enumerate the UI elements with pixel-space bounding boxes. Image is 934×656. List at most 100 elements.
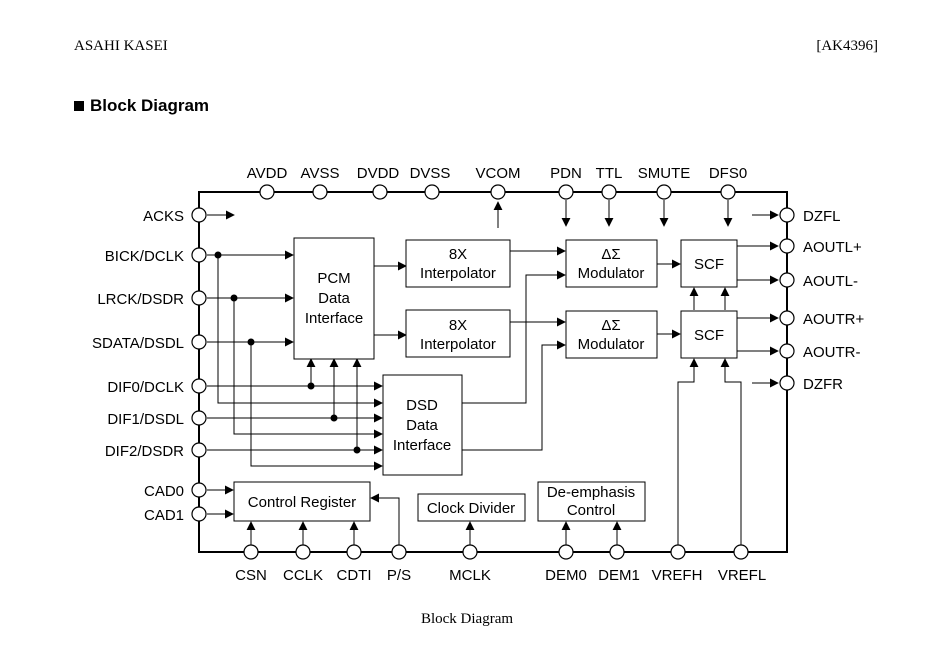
label-csn: CSN [235,567,267,584]
top-pins: AVDD AVSS DVDD DVSS VCOM PDN TTL SMUTE D… [247,165,747,200]
pin-vrefh [670,544,686,560]
section-title-text: Block Diagram [90,96,210,115]
label-avss: AVSS [301,165,340,182]
pin-vcom [490,184,506,200]
label-cclk: CCLK [283,567,323,584]
interpolator-2-block: 8X Interpolator [405,309,511,358]
pin-csn [243,544,259,560]
interpolator-1-block: 8X Interpolator [405,239,511,288]
left-pins: ACKS BICK/DCLK LRCK/DSDR SDATA/DSDL DIF0… [92,207,207,524]
label-dfs0: DFS0 [709,165,747,182]
pin-vrefl [733,544,749,560]
pin-aoutr-minus [779,343,795,359]
pin-aoutr-plus [779,310,795,326]
part-number-header: [AK4396] [816,38,878,54]
modulator-1-block: ΔΣ Modulator [565,239,658,288]
label-dvdd: DVDD [357,165,400,182]
section-title: Block Diagram [74,96,209,116]
interp1-line-2: Interpolator [420,265,496,282]
pin-dzfl [779,207,795,223]
label-cad1: CAD1 [144,507,184,524]
pin-dvss [424,184,440,200]
mod1-line-2: Modulator [578,265,645,282]
pin-aoutl-minus [779,272,795,288]
label-cdti: CDTI [337,567,372,584]
pin-ttl [601,184,617,200]
dsd-line-2: Data [406,417,438,434]
label-bick: BICK/DCLK [105,248,184,265]
mod2-line-1: ΔΣ [601,317,620,334]
label-dvss: DVSS [410,165,451,182]
wires [207,200,779,545]
label-dif1: DIF1/DSDL [107,411,184,428]
clock-divider-label: Clock Divider [427,500,515,517]
dsd-line-1: DSD [406,397,438,414]
label-dzfl: DZFL [803,208,841,225]
label-smute: SMUTE [638,165,691,182]
label-vcom: VCOM [476,165,521,182]
label-ps: P/S [387,567,411,584]
bottom-pins: CSN CCLK CDTI P/S MCLK DEM0 DEM1 VREFH V… [235,544,766,584]
pin-avdd [259,184,275,200]
label-avdd: AVDD [247,165,288,182]
label-sdata: SDATA/DSDL [92,335,184,352]
label-cad0: CAD0 [144,483,184,500]
junction-dots [214,251,361,454]
pin-dfs0 [720,184,736,200]
company-header: ASAHI KASEI [74,38,168,54]
dsd-interface-block: DSD Data Interface [382,374,463,476]
pin-dzfr [779,375,795,391]
label-dem0: DEM0 [545,567,587,584]
square-bullet-icon [74,101,84,111]
interp2-line-2: Interpolator [420,336,496,353]
pin-dif0 [191,378,207,394]
label-pdn: PDN [550,165,582,182]
pin-cdti [346,544,362,560]
pin-dem0 [558,544,574,560]
label-vrefh: VREFH [652,567,703,584]
pin-pdn [558,184,574,200]
pin-cad0 [191,482,207,498]
label-dem1: DEM1 [598,567,640,584]
label-dif0: DIF0/DCLK [107,379,184,396]
pcm-line-3: Interface [305,310,363,327]
pin-acks [191,207,207,223]
pin-cad1 [191,506,207,522]
pcm-line-2: Data [318,290,350,307]
de-emphasis-block: De-emphasis Control [537,481,646,522]
pin-dif1 [191,410,207,426]
pin-avss [312,184,328,200]
interp2-line-1: 8X [449,317,467,334]
clock-divider-block: Clock Divider [417,493,526,522]
label-lrck: LRCK/DSDR [97,291,184,308]
label-aoutl-plus: AOUTL+ [803,239,862,256]
label-acks: ACKS [143,208,184,225]
right-pins: DZFL AOUTL+ AOUTL- AOUTR+ AOUTR- DZFR [779,207,865,393]
deemph-line-2: Control [567,502,615,519]
label-aoutr-plus: AOUTR+ [803,311,865,328]
interp1-line-1: 8X [449,246,467,263]
pcm-interface-block: PCM Data Interface [293,237,375,360]
pin-lrck [191,290,207,306]
mod2-line-2: Modulator [578,336,645,353]
scf-1-block: SCF [680,239,738,288]
label-mclk: MCLK [449,567,491,584]
pin-cclk [295,544,311,560]
label-aoutl-minus: AOUTL- [803,273,858,290]
pin-sdata [191,334,207,350]
label-ttl: TTL [596,165,623,182]
label-vrefl: VREFL [718,567,766,584]
pin-ps [391,544,407,560]
deemph-line-1: De-emphasis [547,484,635,501]
pin-aoutl-plus [779,238,795,254]
pin-mclk [462,544,478,560]
label-dzfr: DZFR [803,376,843,393]
mod1-line-1: ΔΣ [601,246,620,263]
pin-dif2 [191,442,207,458]
figure-caption: Block Diagram [420,611,514,627]
pin-dvdd [372,184,388,200]
pin-dem1 [609,544,625,560]
scf-2-block: SCF [680,310,738,359]
pin-bick [191,247,207,263]
